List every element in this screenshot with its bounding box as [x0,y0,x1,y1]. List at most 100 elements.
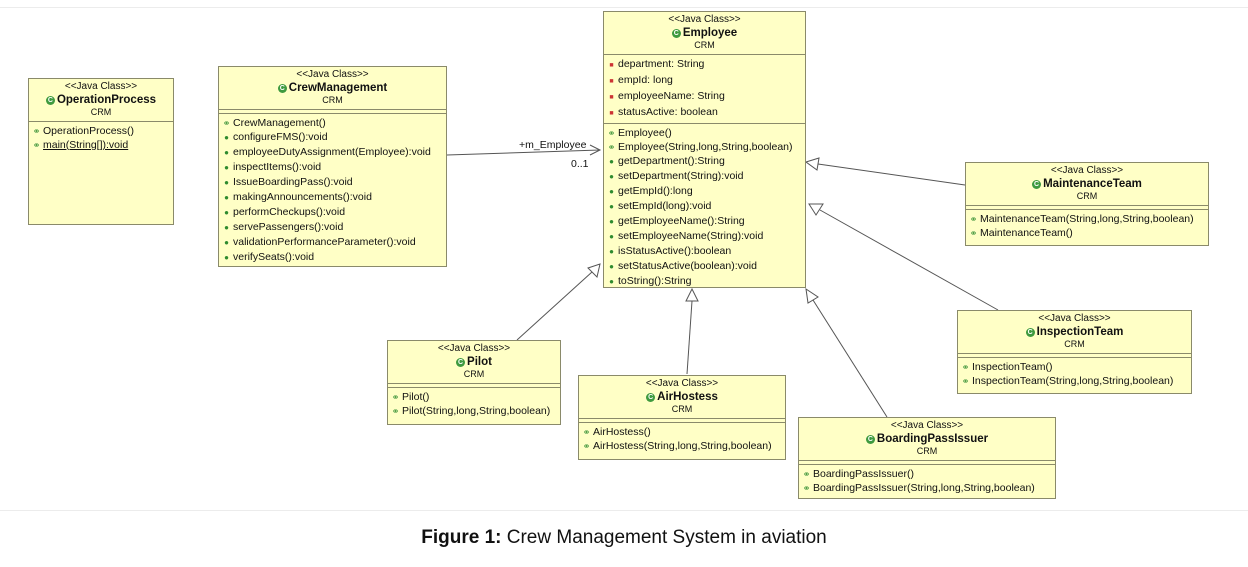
class-c-icon: C [671,29,681,38]
operation-item: ●employeeDutyAssignment(Employee):void [222,145,443,160]
public-method-icon: ● [224,133,229,142]
constructor-icon: ⚭ [391,392,400,402]
operations-compartment: ⚭MaintenanceTeam(String,long,String,bool… [966,210,1208,242]
operation-item: ●validationPerformanceParameter():void [222,235,443,250]
operation-item: ⚭Employee(String,long,String,boolean) [607,141,793,153]
public-method-icon: ● [609,247,614,256]
stereotype-label: <<Java Class>> [437,343,511,354]
operations-compartment: ⚭CrewManagement() ●configureFMS():void ●… [219,114,446,267]
generalization-airhostess-head [685,287,699,302]
public-method-icon: ● [224,193,229,202]
public-method-icon: ● [224,253,229,262]
constructor-icon: ⚭ [969,228,978,238]
figure-caption: Figure 1: Crew Management System in avia… [0,527,1248,549]
attributes-compartment [219,110,446,114]
constructor-icon: ⚭ [32,126,41,136]
attribute-item: ■empId: long [607,73,802,89]
generalization-maintenance-head [804,157,820,171]
association-multiplicity-label: 0..1 [571,158,589,170]
attributes-compartment [388,384,560,388]
constructor-icon: ⚭ [582,427,591,437]
operation-item: ●servePassengers():void [222,220,443,235]
public-method-icon: ● [609,277,614,286]
stereotype-label: <<Java Class>> [296,69,369,80]
attributes-compartment [579,419,785,423]
operation-item: ⚭AirHostess() [582,426,651,438]
constructor-icon: ⚭ [969,214,978,224]
operation-item: ●toString():String [607,274,802,289]
attributes-compartment: ■department: String ■empId: long ■employ… [604,55,805,124]
generalization-boardingpass-line [812,299,888,418]
association-line [446,149,601,156]
divider-bottom [0,510,1248,511]
public-method-icon: ● [224,208,229,217]
constructor-icon: ⚭ [32,140,41,150]
generalization-airhostess-line [686,300,693,375]
constructor-icon: ⚭ [222,118,231,128]
operation-item: ●getEmployeeName():String [607,214,802,229]
operation-item: ⚭OperationProcess() [32,125,135,137]
public-method-icon: ● [609,202,614,211]
operation-item: ⚭CrewManagement() [222,117,326,129]
operation-item: ●getDepartment():String [607,154,802,169]
operations-compartment: ⚭BoardingPassIssuer() ⚭BoardingPassIssue… [799,465,1055,497]
generalization-inspection-head [808,203,824,216]
class-c-icon: C [1032,180,1042,189]
operation-item: ●setEmpId(long):void [607,199,802,214]
private-field-icon: ■ [609,94,614,101]
caption-text: Crew Management System in aviation [501,527,827,548]
association-role-label: +m_Employee [519,139,587,151]
operation-item: ⚭MaintenanceTeam(String,long,String,bool… [969,213,1194,225]
operation-item: ⚭BoardingPassIssuer(String,long,String,b… [802,482,1035,494]
operation-item: ●setStatusActive(boolean):void [607,259,802,274]
private-field-icon: ■ [609,62,614,69]
caption-label: Figure 1: [421,527,502,548]
class-c-icon: C [1025,328,1035,337]
package-label: CRM [694,40,715,50]
operations-compartment: ⚭InspectionTeam() ⚭InspectionTeam(String… [958,358,1191,390]
operations-compartment: ⚭OperationProcess() ⚭main(String[]):void [29,122,173,154]
class-c-icon: C [646,393,656,402]
generalization-maintenance-line [817,163,966,186]
package-label: CRM [463,369,485,379]
attribute-item: ■employeeName: String [607,89,802,105]
operation-item: ⚭Pilot() [391,391,430,403]
operation-item: ●performCheckups():void [222,205,443,220]
public-method-icon: ● [609,157,614,166]
public-method-icon: ● [224,223,229,232]
stereotype-label: <<Java Class>> [645,378,719,389]
stereotype-label: <<Java Class>> [668,14,741,25]
private-field-icon: ■ [609,78,614,85]
edges-layer [446,144,999,418]
attributes-compartment [799,461,1055,465]
attributes-compartment [966,206,1208,210]
package-label: CRM [322,95,343,105]
constructor-icon: ⚭ [961,362,970,372]
constructor-icon: ⚭ [607,128,616,138]
constructor-icon: ⚭ [802,469,811,479]
operation-item: ●setDepartment(String):void [607,169,802,184]
generalization-pilot-head [587,263,601,278]
constructor-icon: ⚭ [802,483,811,493]
stereotype-label: <<Java Class>> [890,420,964,431]
operation-item: ●setEmployeeName(String):void [607,229,802,244]
